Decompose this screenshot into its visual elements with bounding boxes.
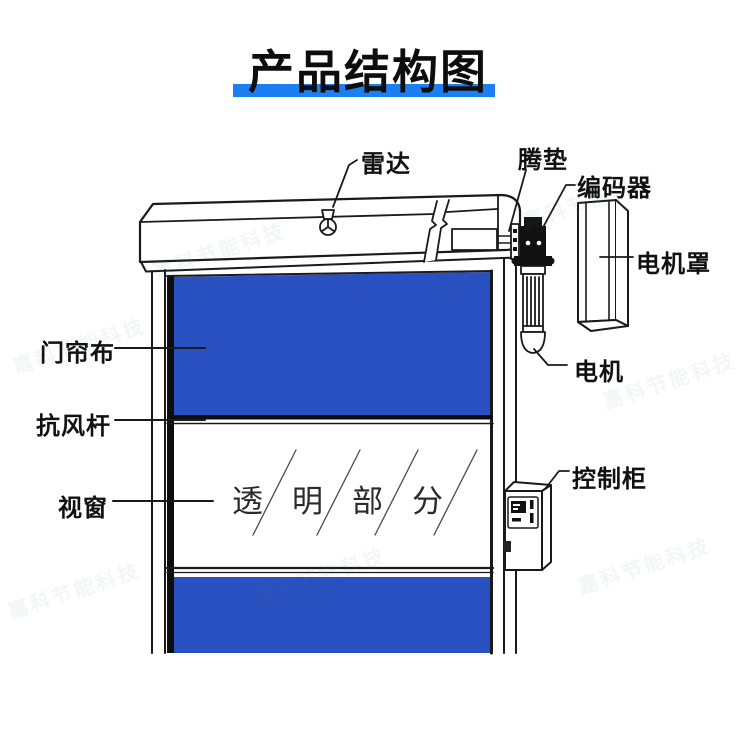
encoder-block	[520, 217, 546, 257]
label-cushion: 腾垫	[518, 147, 568, 174]
cabinet-screen	[511, 501, 526, 513]
leader-motor	[533, 348, 568, 366]
motor-body	[520, 265, 546, 354]
motor-flange	[511, 256, 555, 266]
label-encoder: 编码器	[577, 175, 652, 202]
roller-shaft	[451, 223, 520, 260]
glass-section-text: 透明部分	[232, 484, 472, 519]
label-wind-bar: 抗风杆	[36, 413, 111, 440]
page-title: 产品结构图	[248, 46, 488, 98]
curtain-bottom-panel	[174, 577, 491, 653]
leader-encoder	[539, 184, 576, 234]
label-curtain: 门帘布	[40, 340, 115, 367]
wind-bar-divider	[166, 415, 494, 425]
cabinet-button	[512, 518, 521, 522]
motor-assembly	[511, 217, 555, 354]
leader-lines	[112, 159, 634, 502]
label-radar: 雷达	[361, 151, 411, 178]
radar-sensor	[319, 209, 337, 236]
label-window: 视窗	[58, 495, 108, 522]
door-frame	[151, 255, 517, 654]
motor-cover-box	[577, 199, 629, 332]
window-divider	[165, 566, 495, 574]
curtain-top-panel	[174, 272, 491, 415]
label-motor-cover: 电机罩	[636, 251, 711, 278]
leader-cushion	[508, 169, 527, 232]
cutaway-break	[423, 199, 450, 263]
control-cabinet	[504, 481, 552, 571]
glass-slashes	[252, 449, 478, 536]
label-motor: 电机	[574, 359, 624, 386]
curtain-panels	[165, 269, 495, 655]
title-underline	[233, 84, 495, 97]
curtain-left-border	[167, 276, 174, 653]
leader-control-cabinet	[544, 470, 570, 490]
leader-radar	[332, 159, 358, 208]
cabinet-latch	[504, 541, 511, 552]
label-control-cabinet: 控制柜	[572, 466, 647, 493]
